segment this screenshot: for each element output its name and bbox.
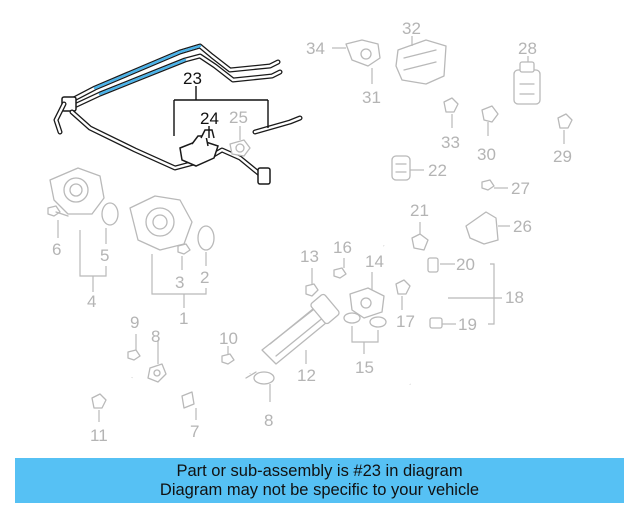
part-29-nut[interactable]: [557, 113, 573, 129]
part-9-bolt[interactable]: [127, 349, 141, 361]
callout-30[interactable]: 30: [477, 145, 496, 164]
part-13-bolt[interactable]: [305, 283, 319, 297]
callout-3[interactable]: 3: [175, 273, 184, 292]
callout-9[interactable]: 9: [130, 313, 139, 332]
part-33-nut[interactable]: [443, 97, 459, 113]
callout-5[interactable]: 5: [100, 246, 109, 265]
part-21-nut[interactable]: [411, 233, 429, 251]
callout-13[interactable]: 13: [300, 247, 319, 266]
callout-21[interactable]: 21: [410, 201, 429, 220]
callout-19[interactable]: 19: [458, 315, 477, 334]
part-7-pipe[interactable]: [126, 373, 252, 410]
part-34-bracket[interactable]: [345, 39, 381, 67]
part-4-turbo-left[interactable]: [49, 167, 119, 226]
callout-7[interactable]: 7: [190, 422, 199, 441]
part-16-bolt[interactable]: [333, 267, 347, 279]
callout-6[interactable]: 6: [52, 240, 61, 259]
part-8-gasket-left[interactable]: [147, 363, 167, 383]
part-18-tube[interactable]: [383, 245, 450, 385]
part-22-sensor[interactable]: [391, 155, 411, 181]
callout-8-upper[interactable]: 8: [151, 327, 160, 346]
callout-4[interactable]: 4: [87, 292, 96, 311]
info-banner: Part or sub-assembly is #23 in diagram D…: [15, 458, 624, 503]
callout-1[interactable]: 1: [179, 309, 188, 328]
part-28-valve[interactable]: [513, 61, 541, 105]
part-30-sensor[interactable]: [481, 105, 499, 123]
callout-29[interactable]: 29: [553, 147, 572, 166]
callout-32[interactable]: 32: [402, 19, 421, 38]
part-25-sensor[interactable]: [229, 139, 251, 157]
callout-22[interactable]: 22: [428, 161, 447, 180]
callout-10[interactable]: 10: [219, 329, 238, 348]
callout-25[interactable]: 25: [229, 108, 248, 127]
part-10-bolt[interactable]: [221, 353, 235, 365]
part-26-bracket[interactable]: [465, 211, 499, 245]
part-17-nut[interactable]: [395, 279, 411, 295]
callout-20[interactable]: 20: [456, 255, 475, 274]
part-3-bolt[interactable]: [177, 243, 191, 255]
callout-17[interactable]: 17: [396, 312, 415, 331]
callout-15[interactable]: 15: [355, 358, 374, 377]
callout-34[interactable]: 34: [306, 39, 325, 58]
pipe-assembly-23[interactable]: [53, 43, 303, 185]
callout-33[interactable]: 33: [441, 133, 460, 152]
part-1-turbo[interactable]: [129, 195, 215, 251]
callout-23[interactable]: 23: [183, 69, 202, 88]
callout-12[interactable]: 12: [297, 366, 316, 385]
banner-line-2: Diagram may not be specific to your vehi…: [159, 481, 480, 499]
part-14-fitting[interactable]: [349, 287, 385, 319]
part-8-gasket-right[interactable]: [245, 371, 275, 385]
part-6-bolt[interactable]: [47, 205, 69, 217]
callout-leaders-23-24: [173, 86, 269, 138]
callout-16[interactable]: 16: [333, 238, 352, 257]
part-11-nut[interactable]: [91, 393, 107, 409]
callout-14[interactable]: 14: [365, 252, 384, 271]
part-12-egr-cooler[interactable]: [261, 293, 340, 365]
callout-8-lower[interactable]: 8: [264, 411, 273, 430]
banner-line-1: Part or sub-assembly is #23 in diagram: [176, 462, 463, 480]
part-27-bolt[interactable]: [481, 179, 495, 191]
callout-28[interactable]: 28: [518, 39, 537, 58]
part-15-gaskets[interactable]: [343, 312, 387, 328]
callout-27[interactable]: 27: [511, 179, 530, 198]
callout-2[interactable]: 2: [200, 268, 209, 287]
callout-24[interactable]: 24: [200, 109, 219, 128]
callout-11[interactable]: 11: [90, 426, 108, 445]
callout-31[interactable]: 31: [362, 88, 381, 107]
callout-18[interactable]: 18: [505, 288, 524, 307]
callout-26[interactable]: 26: [513, 217, 532, 236]
part-32-heat-shield[interactable]: [395, 39, 447, 85]
